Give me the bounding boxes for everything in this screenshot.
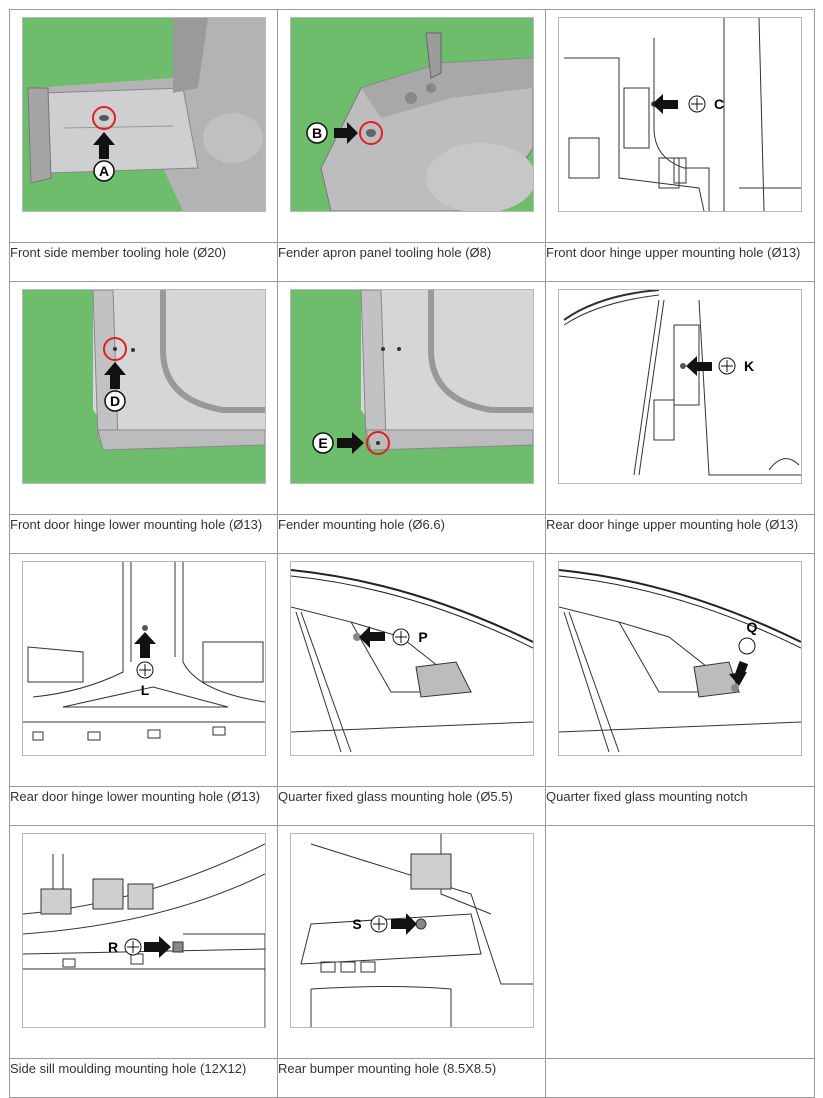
caption-text-a: Front side member tooling hole (Ø20) xyxy=(10,245,227,260)
caption-b: Fender apron panel tooling hole (Ø8) xyxy=(277,242,546,282)
caption-empty xyxy=(545,1058,815,1098)
callout-label-r: R xyxy=(107,939,117,955)
figure-front-door-hinge-lower: D xyxy=(21,289,266,484)
caption-text-d: Front door hinge lower mounting hole (Ø1… xyxy=(10,517,263,532)
caption-a: Front side member tooling hole (Ø20) xyxy=(9,242,278,282)
figure-side-sill-moulding: R xyxy=(21,833,266,1028)
caption-text-c: Front door hinge upper mounting hole (Ø1… xyxy=(546,245,801,260)
callout-label-k: K xyxy=(744,358,754,374)
caption-r: Side sill moulding mounting hole (12X12) xyxy=(9,1058,278,1098)
caption-d: Front door hinge lower mounting hole (Ø1… xyxy=(9,514,278,554)
caption-text-l: Rear door hinge lower mounting hole (Ø13… xyxy=(10,789,261,804)
figure-quarter-glass-hole: P xyxy=(289,561,534,756)
cell-image-c: C xyxy=(545,9,815,243)
caption-s: Rear bumper mounting hole (8.5X8.5) xyxy=(277,1058,546,1098)
cell-image-r: R xyxy=(9,825,278,1059)
callout-label-b: B xyxy=(311,125,321,141)
caption-text-r: Side sill moulding mounting hole (12X12) xyxy=(10,1061,247,1076)
callout-label-q: Q xyxy=(747,619,758,635)
reference-holes-table: A B xyxy=(9,9,815,1098)
figure-quarter-glass-notch: Q xyxy=(558,561,802,756)
caption-c: Front door hinge upper mounting hole (Ø1… xyxy=(545,242,815,282)
caption-k: Rear door hinge upper mounting hole (Ø13… xyxy=(545,514,815,554)
figure-front-side-member: A xyxy=(21,17,266,212)
cell-image-s: S xyxy=(277,825,546,1059)
caption-text-e: Fender mounting hole (Ø6.6) xyxy=(278,517,445,532)
cell-image-d: D xyxy=(9,281,278,515)
cell-image-q: Q xyxy=(545,553,815,787)
figure-front-door-hinge-upper: C xyxy=(558,17,802,212)
caption-text-k: Rear door hinge upper mounting hole (Ø13… xyxy=(546,517,799,532)
callout-label-c: C xyxy=(714,96,724,112)
caption-l: Rear door hinge lower mounting hole (Ø13… xyxy=(9,786,278,826)
callout-label-s: S xyxy=(352,916,361,932)
callout-label-p: P xyxy=(418,629,427,645)
figure-fender-apron: B xyxy=(289,17,534,212)
callout-label-e: E xyxy=(318,435,327,451)
cell-empty xyxy=(545,825,815,1059)
cell-image-l: L xyxy=(9,553,278,787)
caption-q: Quarter fixed glass mounting notch xyxy=(545,786,815,826)
callout-label-d: D xyxy=(109,393,119,409)
caption-text-q: Quarter fixed glass mounting notch xyxy=(546,789,748,804)
figure-rear-door-hinge-upper: K xyxy=(558,289,802,484)
figure-rear-door-hinge-lower: L xyxy=(21,561,266,756)
figure-fender-mounting: E xyxy=(289,289,534,484)
figure-rear-bumper-mounting: S xyxy=(289,833,534,1028)
cell-image-a: A xyxy=(9,9,278,243)
cell-image-b: B xyxy=(277,9,546,243)
caption-text-p: Quarter fixed glass mounting hole (Ø5.5) xyxy=(278,789,513,804)
caption-text-s: Rear bumper mounting hole (8.5X8.5) xyxy=(278,1061,497,1076)
cell-image-p: P xyxy=(277,553,546,787)
callout-label-l: L xyxy=(140,682,149,698)
cell-image-k: K xyxy=(545,281,815,515)
callout-label-a: A xyxy=(98,163,108,179)
cell-image-e: E xyxy=(277,281,546,515)
caption-text-b: Fender apron panel tooling hole (Ø8) xyxy=(278,245,492,260)
caption-p: Quarter fixed glass mounting hole (Ø5.5) xyxy=(277,786,546,826)
caption-e: Fender mounting hole (Ø6.6) xyxy=(277,514,546,554)
